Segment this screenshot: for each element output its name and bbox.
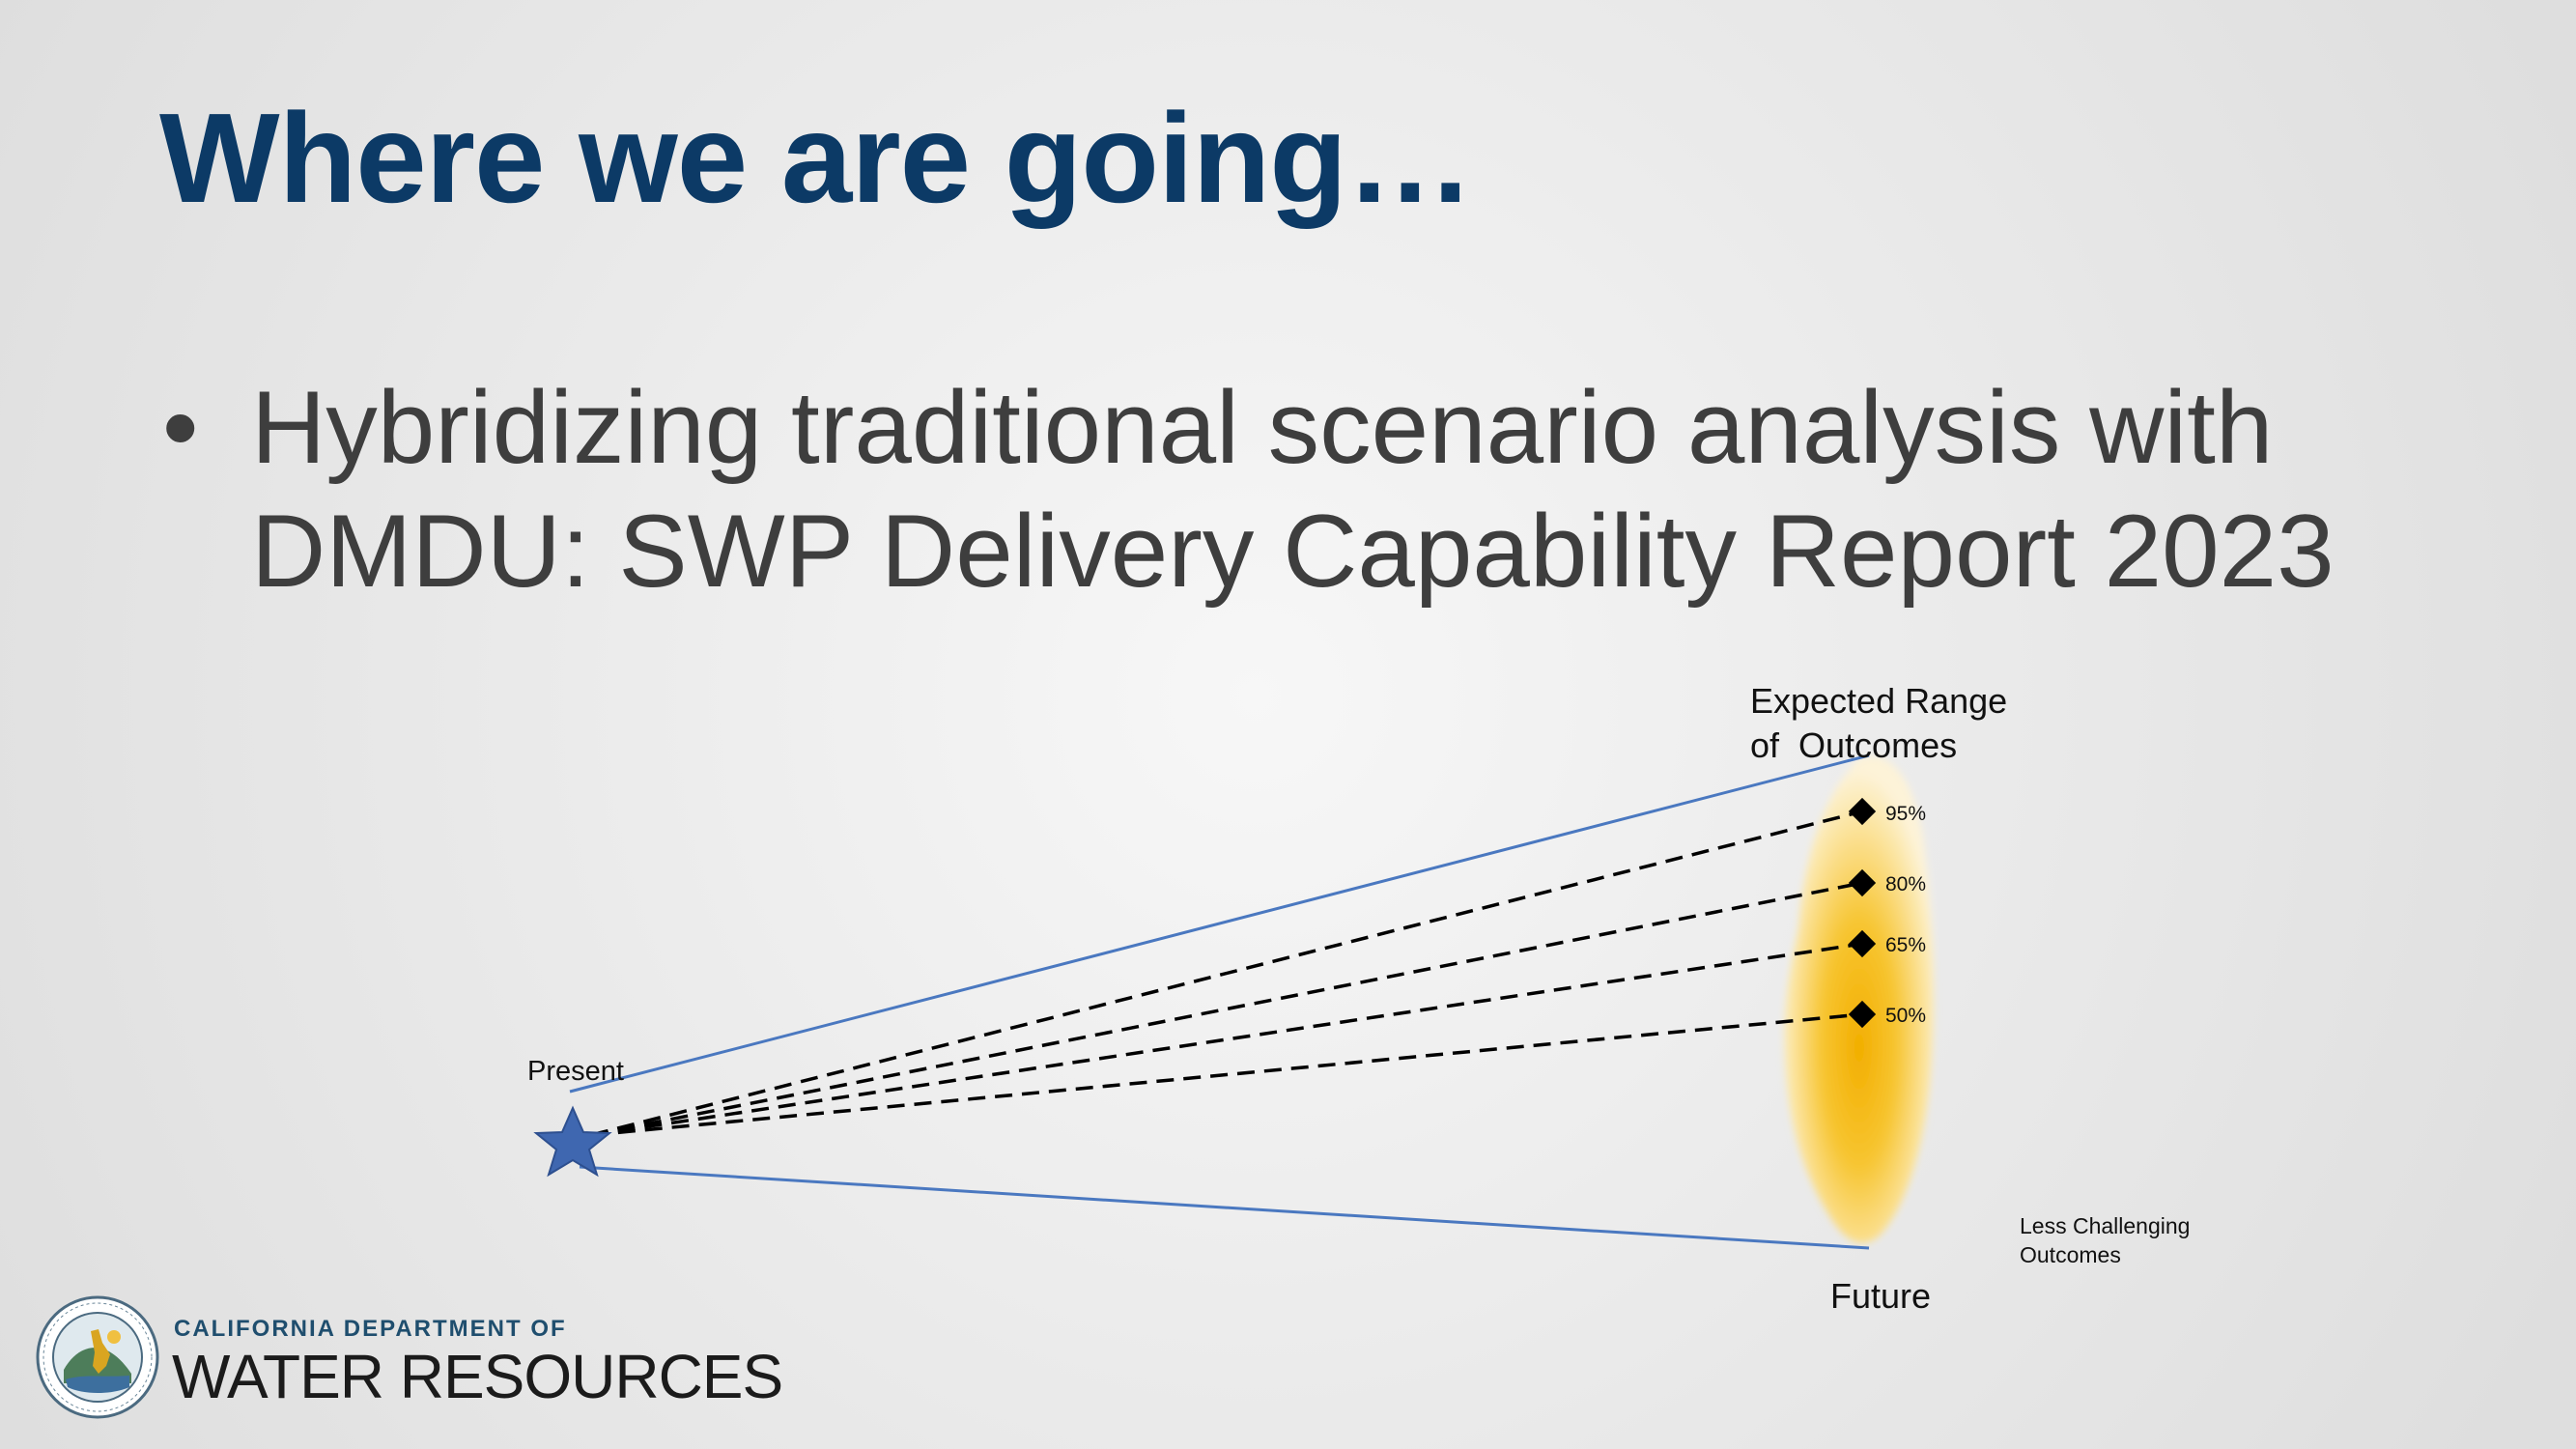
percentile-label-65: 65% (1885, 934, 1926, 956)
slide-title: Where we are going… (159, 87, 1474, 229)
bullet-point: • Hybridizing traditional scenario analy… (162, 365, 2480, 612)
lower-cone-line (579, 1165, 1870, 1250)
percentile-line-95 (590, 810, 1863, 1137)
present-star-icon (533, 1105, 612, 1178)
range-label-line-2: of Outcomes (1750, 725, 1957, 765)
bullet-line-2: DMDU: SWP Delivery Capability Report 202… (251, 493, 2335, 609)
percentile-marker-80 (1848, 868, 1877, 897)
upper-cone-line (569, 753, 1870, 1094)
percentile-line-50 (590, 1012, 1863, 1137)
percentile-label-95: 95% (1885, 803, 1926, 825)
percentile-marker-50 (1848, 1000, 1877, 1029)
percentile-marker-95 (1848, 797, 1877, 826)
less-challenging-line-2: Outcomes (2020, 1242, 2121, 1267)
future-label: Future (1830, 1276, 1931, 1316)
expected-range-area (1784, 755, 1935, 1243)
bullet-line-1: Hybridizing traditional scenario analysi… (251, 369, 2274, 485)
present-label: Present (527, 1056, 624, 1087)
percentile-marker-65 (1848, 929, 1877, 958)
bullet-text: Hybridizing traditional scenario analysi… (251, 365, 2480, 612)
percentile-lines (590, 810, 1863, 1137)
percentile-label-50: 50% (1885, 1005, 1926, 1027)
less-challenging-line-1: Less Challenging (2020, 1213, 2190, 1238)
percentile-line-65 (590, 942, 1863, 1137)
range-label-line-1: Expected Range (1750, 681, 2007, 721)
dwr-seal-icon (36, 1295, 159, 1419)
agency-name-line-1: CALIFORNIA DEPARTMENT OF (174, 1316, 567, 1342)
agency-name-line-2: WATER RESOURCES (172, 1342, 783, 1411)
bullet-marker: • (162, 369, 199, 485)
percentile-label-80: 80% (1885, 873, 1926, 895)
